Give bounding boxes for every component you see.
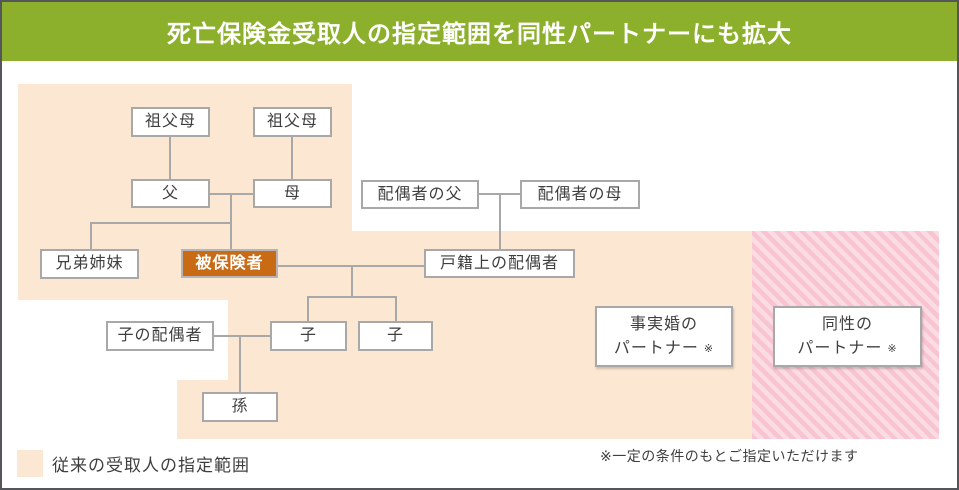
node-mother: 母 <box>253 179 332 208</box>
node-father: 父 <box>131 179 210 208</box>
node-grandparents-paternal: 祖父母 <box>131 107 210 137</box>
connector-line <box>307 296 309 321</box>
node-defacto-partner: 事実婚の パートナー※ <box>595 306 733 367</box>
node-spouse-mother: 配偶者の母 <box>520 180 640 209</box>
footnote: ※一定の条件のもとご指定いただけます <box>600 448 859 464</box>
node-same-sex-partner: 同性の パートナー※ <box>773 306 922 367</box>
connector-line <box>169 137 171 179</box>
node-child-2: 子 <box>358 321 433 351</box>
reference-mark: ※ <box>887 342 898 355</box>
node-child-spouse: 子の配偶者 <box>106 321 214 351</box>
same-sex-partner-line1: 同性の <box>821 315 873 333</box>
node-siblings: 兄弟姉妹 <box>40 249 139 279</box>
legend-swatch-covered-range <box>17 450 43 477</box>
node-legal-spouse: 戸籍上の配偶者 <box>424 249 575 278</box>
connector-line <box>230 193 232 249</box>
legend-label: 従来の受取人の指定範囲 <box>52 456 250 475</box>
defacto-partner-line1: 事実婚の <box>629 315 698 333</box>
connector-line <box>499 193 501 249</box>
same-sex-partner-line2: パートナー※ <box>797 339 898 357</box>
reference-mark: ※ <box>703 342 715 355</box>
node-insured-person: 被保険者 <box>181 249 278 278</box>
connector-line <box>395 296 397 321</box>
connector-line <box>291 137 293 179</box>
node-grandchild: 孫 <box>202 392 278 422</box>
connector-line <box>351 265 353 298</box>
node-spouse-father: 配偶者の父 <box>361 180 479 209</box>
defacto-partner-line2: パートナー※ <box>613 339 715 357</box>
connector-line <box>307 296 397 298</box>
connector-line <box>239 335 241 392</box>
page-title: 死亡保険金受取人の指定範囲を同性パートナーにも拡大 <box>2 2 957 61</box>
connector-line <box>90 222 232 224</box>
legend: 従来の受取人の指定範囲 <box>17 450 250 477</box>
connector-line <box>90 222 92 249</box>
connector-line <box>214 335 270 337</box>
node-grandparents-maternal: 祖父母 <box>253 107 332 137</box>
connector-line <box>210 193 255 195</box>
node-child-1: 子 <box>270 321 347 351</box>
